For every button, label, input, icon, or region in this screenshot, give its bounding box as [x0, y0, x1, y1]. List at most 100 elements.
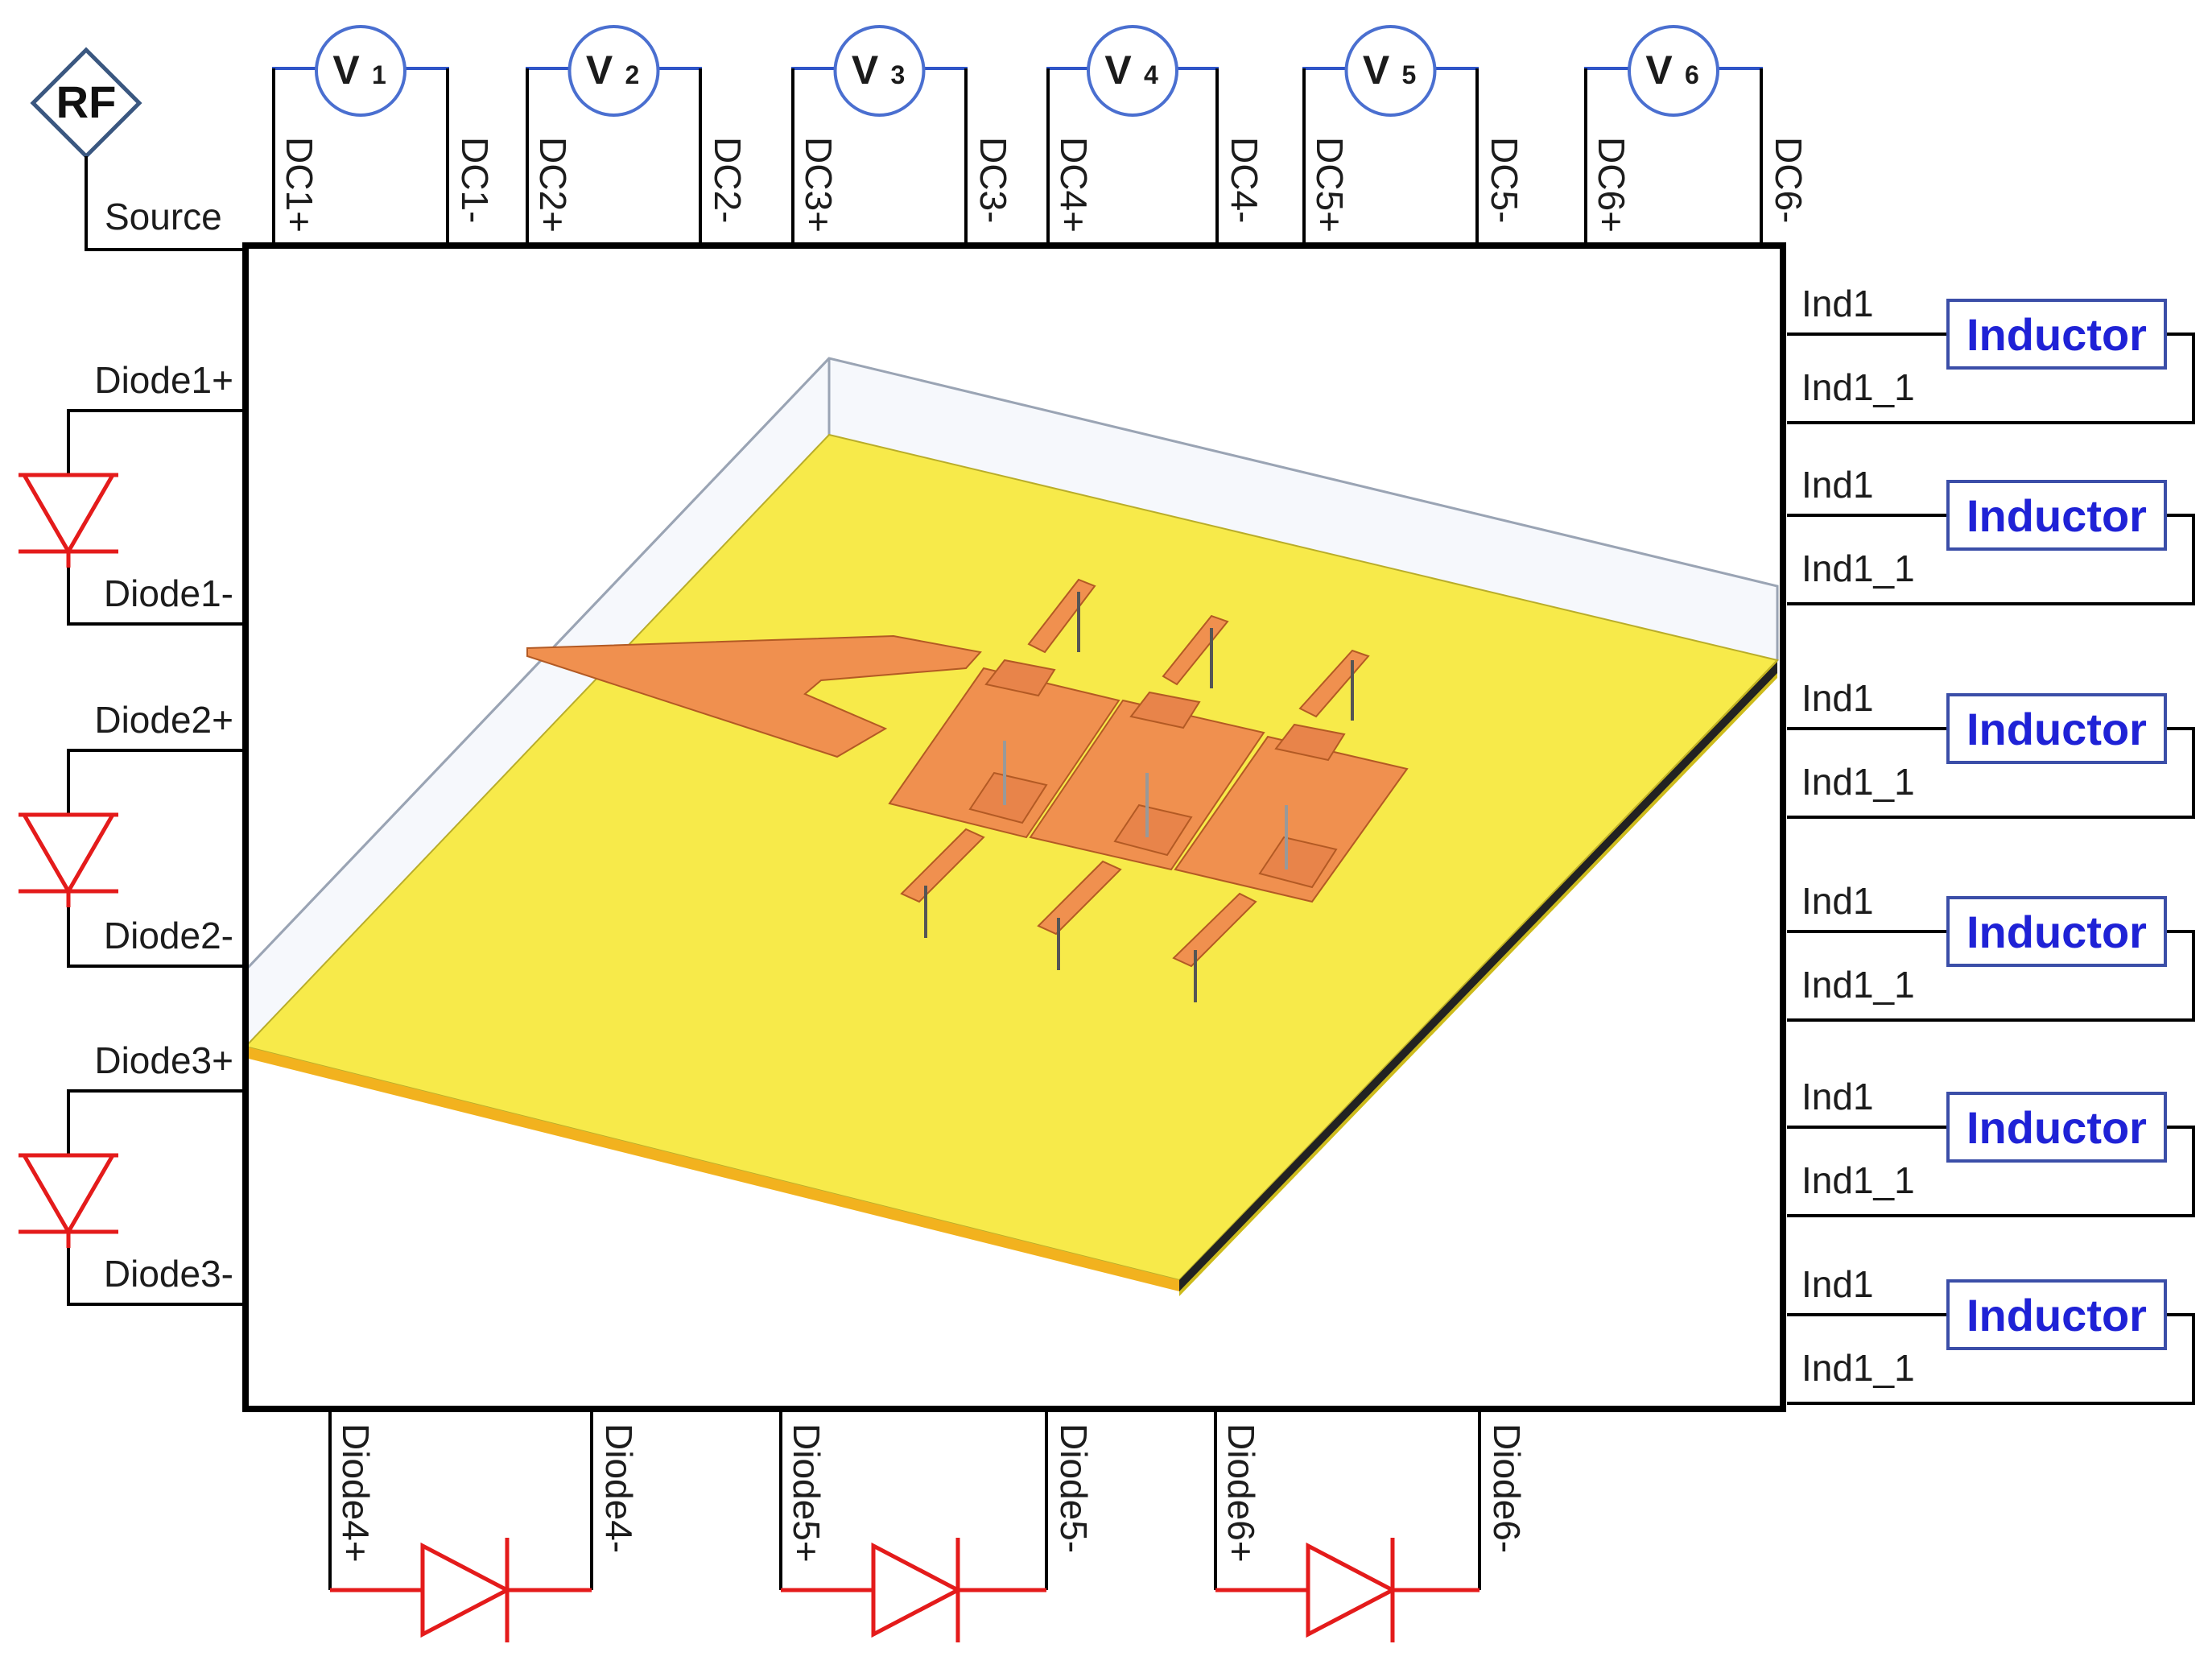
inductor-label: Inductor: [1966, 490, 2147, 541]
diode-symbol: [20, 812, 117, 895]
inductor-top-port-label: Ind1: [1801, 1076, 1874, 1117]
rf-port: RF Source: [30, 47, 246, 251]
diode-minus-label: Diode3-: [104, 1253, 233, 1295]
dc-minus-label: DC3-: [972, 137, 1014, 223]
bottom-diode-1: Diode4+ Diode4-: [328, 1409, 640, 1642]
ground-plane: [246, 1047, 1179, 1291]
feed-line: [526, 634, 982, 758]
diode-minus-label: Diode5-: [1053, 1423, 1095, 1553]
inductor-bottom-port-label: Ind1_1: [1801, 964, 1915, 1006]
voltage-source-index: 6: [1685, 60, 1699, 89]
voltage-source-circle: [567, 25, 660, 117]
diode-minus-label: Diode4-: [598, 1423, 640, 1553]
inductor-label: Inductor: [1966, 309, 2147, 360]
dc-plus-label: DC3+: [798, 137, 840, 233]
rf-label: RF: [56, 76, 117, 127]
diode-minus-label: Diode1-: [104, 572, 233, 614]
diode-symbol: [20, 473, 117, 556]
voltage-source-index: 5: [1402, 60, 1417, 89]
vias: [924, 592, 1354, 1002]
dc-minus-label: DC1-: [454, 137, 496, 223]
diode-plus-label: Diode6+: [1220, 1423, 1262, 1563]
diode-plus-label: Diode1+: [94, 359, 233, 401]
voltage-source-circle: [1628, 25, 1719, 117]
voltage-source-index: 2: [625, 60, 640, 89]
voltage-source-circle: [1087, 25, 1178, 117]
inductor-label: Inductor: [1966, 1290, 2147, 1340]
inductor-box: [1946, 693, 2167, 764]
dc-plus-label: DC2+: [532, 137, 574, 233]
inductor-label: Inductor: [1966, 907, 2147, 957]
diode-plus-label: Diode4+: [335, 1423, 377, 1563]
bottom-diode-3: Diode6+ Diode6-: [1214, 1409, 1528, 1642]
inductor-box: [1946, 480, 2167, 551]
inductor-bottom-port-label: Ind1_1: [1801, 1347, 1915, 1389]
voltage-source-symbol: V: [1645, 48, 1673, 93]
left-diodes: Diode1+Diode1-Diode2+Diode2-Diode3+Diode…: [19, 359, 246, 1306]
voltage-source-symbol: V: [852, 48, 879, 93]
inductor-bottom-port-label: Ind1_1: [1801, 547, 1915, 589]
bottom-diode-2: Diode5+ Diode5-: [779, 1409, 1095, 1642]
inductor-box: [1946, 1092, 2167, 1163]
inductors: InductorInd1Ind1_1InductorInd1Ind1_1Indu…: [1787, 283, 2195, 1405]
dc-minus-label: DC5-: [1484, 137, 1525, 223]
diode-minus-label: Diode2-: [104, 915, 233, 956]
inductor-box: [1946, 299, 2167, 370]
diode-symbol: [1306, 1542, 1397, 1638]
voltage-source-circle: [1344, 25, 1437, 117]
inductor-label: Inductor: [1966, 704, 2147, 754]
dc-plus-label: DC4+: [1053, 137, 1095, 233]
left-diode-2: Diode2+ Diode2-: [19, 699, 246, 968]
voltage-source-symbol: V: [1363, 48, 1390, 93]
inductor-top-port-label: Ind1: [1801, 1263, 1874, 1305]
diode-plus-label: Diode3+: [94, 1039, 233, 1081]
voltage-source-circle: [833, 25, 926, 117]
left-diode-1: Diode1+ Diode1-: [19, 359, 246, 626]
inductor-top-port-label: Ind1: [1801, 880, 1874, 922]
dc-minus-label: DC6-: [1768, 137, 1810, 223]
inductor-top-port-label: Ind1: [1801, 283, 1874, 324]
antenna-3d-model: [244, 357, 1779, 1296]
inductor-bottom-port-label: Ind1_1: [1801, 366, 1915, 408]
diode-plus-label: Diode2+: [94, 699, 233, 741]
inductor-bottom-port-label: Ind1_1: [1801, 761, 1915, 803]
voltage-source-index: 4: [1144, 60, 1158, 89]
circuit-block-frame: [242, 242, 1786, 1412]
diode-plus-label: Diode5+: [786, 1423, 827, 1563]
voltage-source-symbol: V: [586, 48, 613, 93]
voltage-source-symbol: V: [332, 48, 360, 93]
voltage-source-index: 3: [891, 60, 906, 89]
inductor-label: Inductor: [1966, 1102, 2147, 1153]
diode-symbol: [420, 1542, 512, 1638]
voltage-source-circle: [315, 25, 406, 117]
diode-symbol: [871, 1542, 963, 1638]
dc-minus-label: DC4-: [1224, 137, 1265, 223]
inductor-box: [1946, 1279, 2167, 1350]
voltage-source-index: 1: [372, 60, 386, 89]
rf-source-label: Source: [105, 196, 222, 238]
bottom-diodes: Diode4+Diode4-Diode5+Diode5-Diode6+Diode…: [328, 1409, 1528, 1642]
inductor-top-port-label: Ind1: [1801, 677, 1874, 719]
dc-plus-label: DC5+: [1309, 137, 1351, 233]
inductor-bottom-port-label: Ind1_1: [1801, 1159, 1915, 1201]
dc-plus-label: DC1+: [279, 137, 320, 233]
diode-symbol: [20, 1153, 117, 1236]
voltage-source-symbol: V: [1104, 48, 1132, 93]
inductor-top-port-label: Ind1: [1801, 464, 1874, 506]
diode-minus-label: Diode6-: [1486, 1423, 1528, 1553]
left-diode-3: Diode3+ Diode3-: [19, 1039, 246, 1306]
inductor-box: [1946, 896, 2167, 967]
